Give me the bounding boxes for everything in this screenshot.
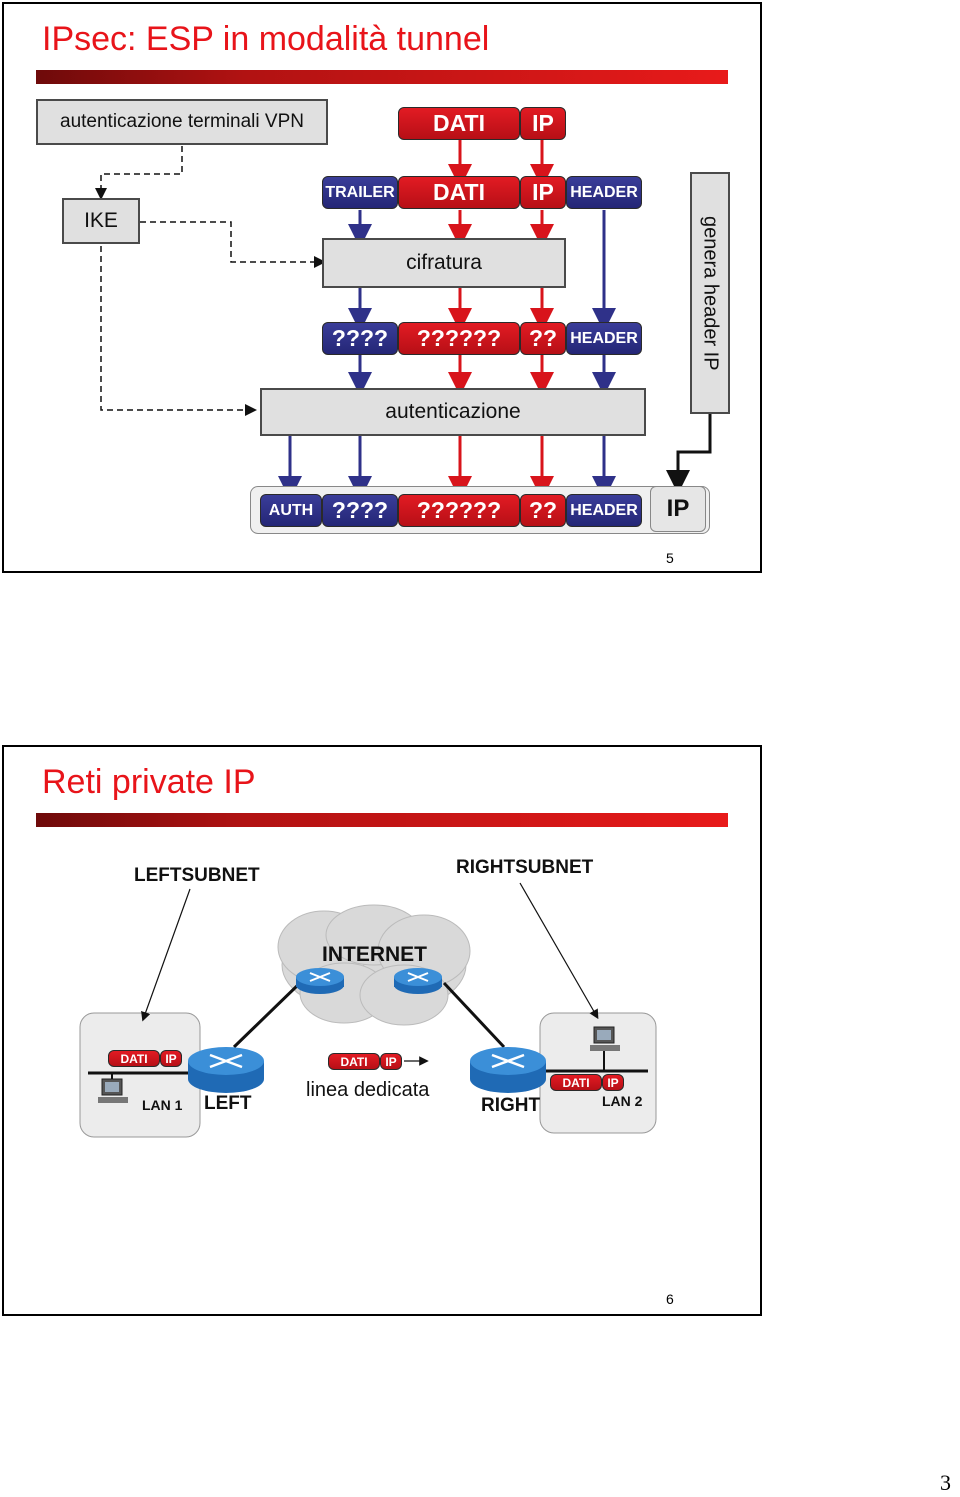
left-router <box>188 1047 264 1093</box>
rightsubnet-label: RIGHTSUBNET <box>456 857 594 878</box>
outer-ip-header-field: IP <box>650 486 706 532</box>
final-data-field: ?????? <box>398 494 520 527</box>
autenticazione-box: autenticazione <box>260 388 646 436</box>
encrypted-data-field: ?????? <box>398 322 520 355</box>
right-gateway-label: RIGHT <box>481 1095 541 1116</box>
lan1-area <box>79 1012 201 1138</box>
esp-header-field: HEADER <box>566 322 642 355</box>
vpn-auth-box: autenticazione terminali VPN <box>36 99 328 145</box>
network-diagram <box>79 882 657 1138</box>
left-gateway-label: LEFT <box>204 1093 252 1114</box>
title-underline-bar <box>36 70 728 84</box>
ip-field: IP <box>520 176 566 209</box>
slide-esp-tunnel: IPsec: ESP in modalità tunnel <box>2 2 762 573</box>
lan2-label: LAN 2 <box>602 1093 643 1109</box>
lan1-packet-ip: IP <box>160 1050 182 1067</box>
document-page-number: 3 <box>940 1470 951 1495</box>
top-data-field: DATI <box>398 107 520 140</box>
page-number: 6 <box>666 1291 674 1307</box>
internet-router-1 <box>296 968 344 994</box>
slide-private-networks: Reti private IP <box>2 745 762 1316</box>
lan1-computer <box>98 1073 128 1103</box>
final-header-field: HEADER <box>566 494 642 527</box>
slide-title: IPsec: ESP in modalità tunnel <box>42 20 490 58</box>
final-ip-field: ?? <box>520 494 566 527</box>
lan2-packet-ip: IP <box>602 1074 624 1091</box>
lan2-computer <box>590 1026 620 1071</box>
top-ip-field: IP <box>520 107 566 140</box>
ike-box: IKE <box>62 198 140 244</box>
internet-router-2 <box>394 968 442 994</box>
internet-label: INTERNET <box>322 943 427 966</box>
right-router <box>470 1047 546 1093</box>
line-packet-data: DATI <box>328 1053 380 1070</box>
encrypted-ip-field: ?? <box>520 322 566 355</box>
cifratura-box: cifratura <box>322 238 566 288</box>
header-field: HEADER <box>566 176 642 209</box>
data-field: DATI <box>398 176 520 209</box>
lan1-label: LAN 1 <box>142 1097 183 1113</box>
page-number: 5 <box>666 550 674 566</box>
genera-header-label: genera header IP <box>699 215 722 371</box>
flow-arrows <box>95 140 712 500</box>
final-trailer-field: ???? <box>322 494 398 527</box>
leftsubnet-label: LEFTSUBNET <box>134 865 260 886</box>
title-underline-bar <box>36 813 728 827</box>
lan2-packet-data: DATI <box>550 1074 602 1091</box>
slide-title: Reti private IP <box>42 763 256 801</box>
trailer-field: TRAILER <box>322 176 398 209</box>
lan1-packet-data: DATI <box>108 1050 160 1067</box>
auth-field: AUTH <box>260 494 322 527</box>
leased-line-label: linea dedicata <box>306 1079 430 1101</box>
line-packet-ip: IP <box>380 1053 402 1070</box>
encrypted-trailer-field: ???? <box>322 322 398 355</box>
genera-header-box: genera header IP <box>690 172 730 414</box>
